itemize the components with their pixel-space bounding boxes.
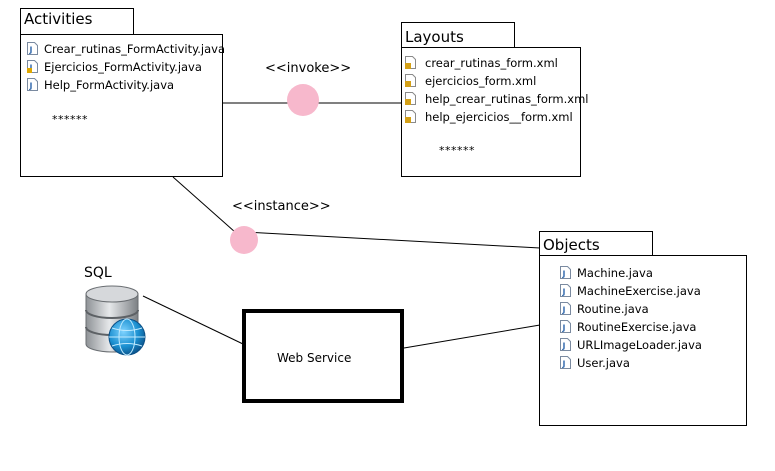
objects-package-tab: Objects <box>539 231 653 256</box>
invoke-label: <<invoke>> <box>265 61 352 76</box>
file-name: User.java <box>577 356 630 370</box>
java-file-warning-icon: J <box>27 60 38 73</box>
file-name: Crear_rutinas_FormActivity.java <box>44 42 225 56</box>
file-name: MachineExercise.java <box>577 284 701 298</box>
file-name: crear_rutinas_form.xml <box>425 56 558 70</box>
java-file-icon: J <box>560 338 571 351</box>
invoke-connector[interactable] <box>287 84 319 116</box>
svg-text:J: J <box>29 82 33 91</box>
instance-connector[interactable] <box>230 226 258 254</box>
sql-webservice-link <box>142 295 244 345</box>
web-service-box[interactable]: Web Service <box>242 309 404 403</box>
file-name: Ejercicios_FormActivity.java <box>44 60 202 74</box>
file-name: RoutineExercise.java <box>577 320 697 334</box>
java-file-icon: J <box>27 42 38 55</box>
xml-file-icon <box>405 92 416 105</box>
objects-package[interactable]: J Machine.java J MachineExercise.java J … <box>539 255 747 426</box>
activities-package-title: Activities <box>24 10 93 28</box>
activities-instance-link <box>172 176 245 241</box>
svg-text:J: J <box>562 360 566 369</box>
xml-file-icon <box>405 56 416 69</box>
layouts-package[interactable]: crear_rutinas_form.xml ejercicios_form.x… <box>401 47 588 177</box>
svg-text:J: J <box>562 306 566 315</box>
file-name: ejercicios_form.xml <box>425 74 537 88</box>
database-globe-icon <box>85 285 146 356</box>
file-name: help_ejercicios__form.xml <box>425 110 573 124</box>
webservice-objects-link <box>403 324 541 349</box>
xml-file-icon <box>405 74 416 87</box>
java-file-icon: J <box>560 356 571 369</box>
activities-package[interactable]: J Crear_rutinas_FormActivity.java J Ejer… <box>20 34 225 177</box>
java-file-icon: J <box>560 266 571 279</box>
svg-text:J: J <box>29 46 33 55</box>
layouts-package-title: Layouts <box>405 28 464 46</box>
activities-package-tab: Activities <box>20 8 134 35</box>
file-name: Help_FormActivity.java <box>44 78 175 92</box>
activities-ellipsis: ****** <box>52 113 88 126</box>
web-service-label: Web Service <box>277 351 352 365</box>
java-file-icon: J <box>560 284 571 297</box>
file-name: Machine.java <box>577 266 653 280</box>
svg-text:J: J <box>562 324 566 333</box>
sql-label: SQL <box>84 265 112 281</box>
layouts-package-tab: Layouts <box>401 22 515 48</box>
file-name: URLImageLoader.java <box>577 338 702 352</box>
file-name: Routine.java <box>577 302 649 316</box>
svg-text:J: J <box>562 342 566 351</box>
instance-label: <<instance>> <box>232 199 331 214</box>
objects-package-title: Objects <box>543 236 600 254</box>
java-file-icon: J <box>560 302 571 315</box>
layouts-ellipsis: ****** <box>439 144 475 157</box>
xml-file-icon <box>405 110 416 123</box>
svg-text:J: J <box>562 270 566 279</box>
java-file-icon: J <box>27 78 38 91</box>
instance-objects-link <box>243 231 541 249</box>
svg-text:J: J <box>562 288 566 297</box>
file-name: help_crear_rutinas_form.xml <box>425 92 589 106</box>
java-file-icon: J <box>560 320 571 333</box>
